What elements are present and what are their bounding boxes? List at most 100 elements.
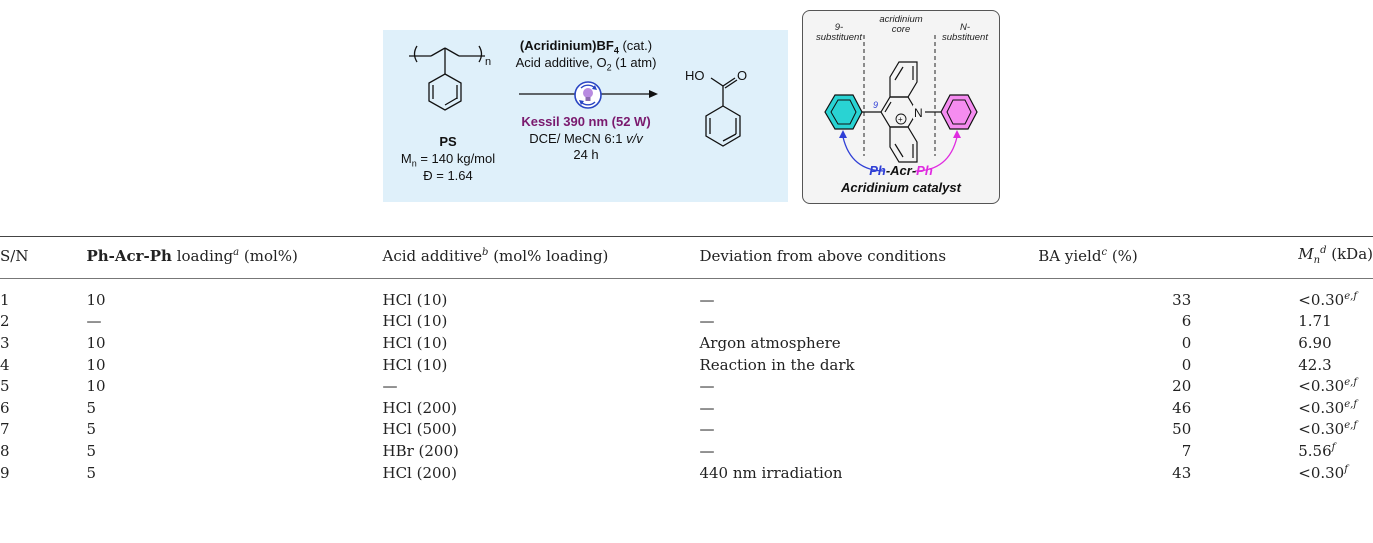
cell-mn-value: <0.30 bbox=[1298, 398, 1345, 417]
header-mn: Mnd (kDa) bbox=[1298, 236, 1373, 279]
table-row: 2 — HCl (10) — 6 1.71 bbox=[0, 311, 1373, 333]
product-o-label: O bbox=[737, 68, 747, 83]
cell-mn-value: <0.30 bbox=[1298, 290, 1345, 309]
cell-yield: 50 bbox=[1172, 420, 1192, 439]
catalyst-name: Ph-Acr-Ph bbox=[869, 163, 933, 178]
cell-deviation: — bbox=[699, 290, 715, 309]
cell-mn-value: 1.71 bbox=[1298, 312, 1332, 331]
cell-deviation: Argon atmosphere bbox=[699, 333, 841, 352]
cell-yield: 43 bbox=[1172, 463, 1192, 482]
header-sn: S/N bbox=[0, 236, 87, 279]
time-condition: 24 h bbox=[573, 147, 599, 162]
cell-loading: 5 bbox=[86, 441, 96, 460]
table-row: 7 5 HCl (500) — 50 <0.30e,f bbox=[0, 419, 1373, 441]
cell-acid: HCl (200) bbox=[382, 398, 457, 417]
benzoic-acid-structure: HO O bbox=[685, 68, 747, 147]
cell-mn-value: <0.30 bbox=[1298, 420, 1345, 439]
cell-acid: HCl (500) bbox=[382, 420, 457, 439]
cell-sn: 9 bbox=[0, 463, 10, 482]
cell-yield: 20 bbox=[1172, 377, 1192, 396]
cell-mn-footnote: e,f bbox=[1344, 377, 1358, 389]
nitrogen-atom: N bbox=[914, 106, 923, 120]
cell-loading: 10 bbox=[86, 290, 106, 309]
cell-acid: — bbox=[382, 377, 398, 396]
polystyrene-structure: n bbox=[409, 45, 491, 111]
cell-sn: 6 bbox=[0, 398, 10, 417]
cell-deviation: Reaction in the dark bbox=[699, 355, 855, 374]
cell-sn: 3 bbox=[0, 333, 10, 352]
cell-mn-value: <0.30 bbox=[1298, 463, 1345, 482]
cell-mn: 6.90 bbox=[1298, 332, 1373, 354]
cell-mn-footnote: f bbox=[1344, 463, 1348, 475]
cell-yield: 7 bbox=[1181, 441, 1192, 460]
product-ho-label: HO bbox=[685, 68, 705, 83]
cell-mn: 1.71 bbox=[1298, 311, 1373, 333]
reaction-panel bbox=[383, 30, 788, 202]
cell-mn: 42.3 bbox=[1298, 354, 1373, 376]
label-9-substituent: 9-substituent bbox=[816, 22, 862, 43]
table-row: 3 10 HCl (10) Argon atmosphere 0 6.90 bbox=[0, 332, 1373, 354]
cell-loading: 5 bbox=[86, 398, 96, 417]
polymer-dispersity: Đ = 1.64 bbox=[423, 168, 473, 183]
cell-mn-value: 5.56 bbox=[1298, 441, 1332, 460]
cell-mn: <0.30e,f bbox=[1298, 279, 1373, 311]
cell-acid: HBr (200) bbox=[382, 441, 459, 460]
cell-loading: — bbox=[86, 312, 102, 331]
cell-yield: 33 bbox=[1172, 290, 1192, 309]
cell-acid: HCl (200) bbox=[382, 463, 457, 482]
cell-acid: HCl (10) bbox=[382, 290, 448, 309]
cell-yield: 0 bbox=[1181, 355, 1192, 374]
catalyst-caption: Acridinium catalyst bbox=[841, 180, 961, 195]
cell-mn-footnote: f bbox=[1331, 441, 1336, 453]
cell-yield: 0 bbox=[1181, 333, 1192, 352]
cell-loading: 10 bbox=[86, 333, 106, 352]
acid-oxygen-condition: Acid additive, O2 (1 atm) bbox=[515, 55, 657, 73]
cell-mn-footnote: e,f bbox=[1344, 398, 1358, 410]
cell-deviation: — bbox=[699, 312, 715, 331]
cell-sn: 2 bbox=[0, 312, 10, 331]
cell-mn-footnote: e,f bbox=[1344, 290, 1358, 302]
cell-loading: 10 bbox=[86, 377, 106, 396]
table-row: 9 5 HCl (200) 440 nm irradiation 43 <0.30f bbox=[0, 462, 1373, 484]
cell-deviation: — bbox=[699, 420, 715, 439]
table-row: 5 10 — — 20 <0.30e,f bbox=[0, 375, 1373, 397]
cell-mn: <0.30f bbox=[1298, 462, 1373, 484]
cell-sn: 8 bbox=[0, 441, 10, 460]
cell-deviation: — bbox=[699, 377, 715, 396]
header-yield: BA yieldc (%) bbox=[1038, 236, 1299, 279]
cell-deviation: — bbox=[699, 441, 715, 460]
cell-acid: HCl (10) bbox=[382, 312, 448, 331]
cell-sn: 7 bbox=[0, 420, 10, 439]
cell-yield: 46 bbox=[1172, 398, 1192, 417]
catalyst-condition: (Acridinium)BF4 (cat.) bbox=[519, 38, 653, 56]
acridinium-structure: + 9 N bbox=[824, 35, 978, 172]
header-deviation: Deviation from above conditions bbox=[699, 236, 1039, 279]
cell-sn: 5 bbox=[0, 377, 10, 396]
cell-mn: 5.56f bbox=[1298, 440, 1373, 462]
charge-plus: + bbox=[898, 115, 903, 124]
cell-loading: 5 bbox=[86, 463, 96, 482]
light-source: Kessil 390 nm (52 W) bbox=[521, 114, 651, 129]
cell-mn-value: 6.90 bbox=[1298, 333, 1332, 352]
cell-mn: <0.30e,f bbox=[1298, 397, 1373, 419]
cell-acid: HCl (10) bbox=[382, 333, 448, 352]
light-bulb-icon bbox=[574, 81, 602, 109]
cell-deviation: 440 nm irradiation bbox=[699, 463, 843, 482]
cell-loading: 5 bbox=[86, 420, 96, 439]
cell-yield: 6 bbox=[1181, 312, 1192, 331]
results-table: S/N Ph-Acr-Ph loadinga (mol%) Acid addit… bbox=[0, 236, 1373, 483]
cell-mn-value: <0.30 bbox=[1298, 377, 1345, 396]
label-n-substituent: N-substituent bbox=[942, 22, 988, 43]
polymer-label: PS bbox=[439, 134, 457, 149]
polymer-molar-mass: Mn = 140 kg/mol bbox=[400, 151, 496, 169]
cell-loading: 10 bbox=[86, 355, 106, 374]
cell-mn: <0.30e,f bbox=[1298, 419, 1373, 441]
cell-mn: <0.30e,f bbox=[1298, 375, 1373, 397]
cell-sn: 4 bbox=[0, 355, 10, 374]
reaction-scheme: n PS Mn = 140 kg/mol Đ = 1.64 (Acridiniu… bbox=[383, 10, 1003, 205]
